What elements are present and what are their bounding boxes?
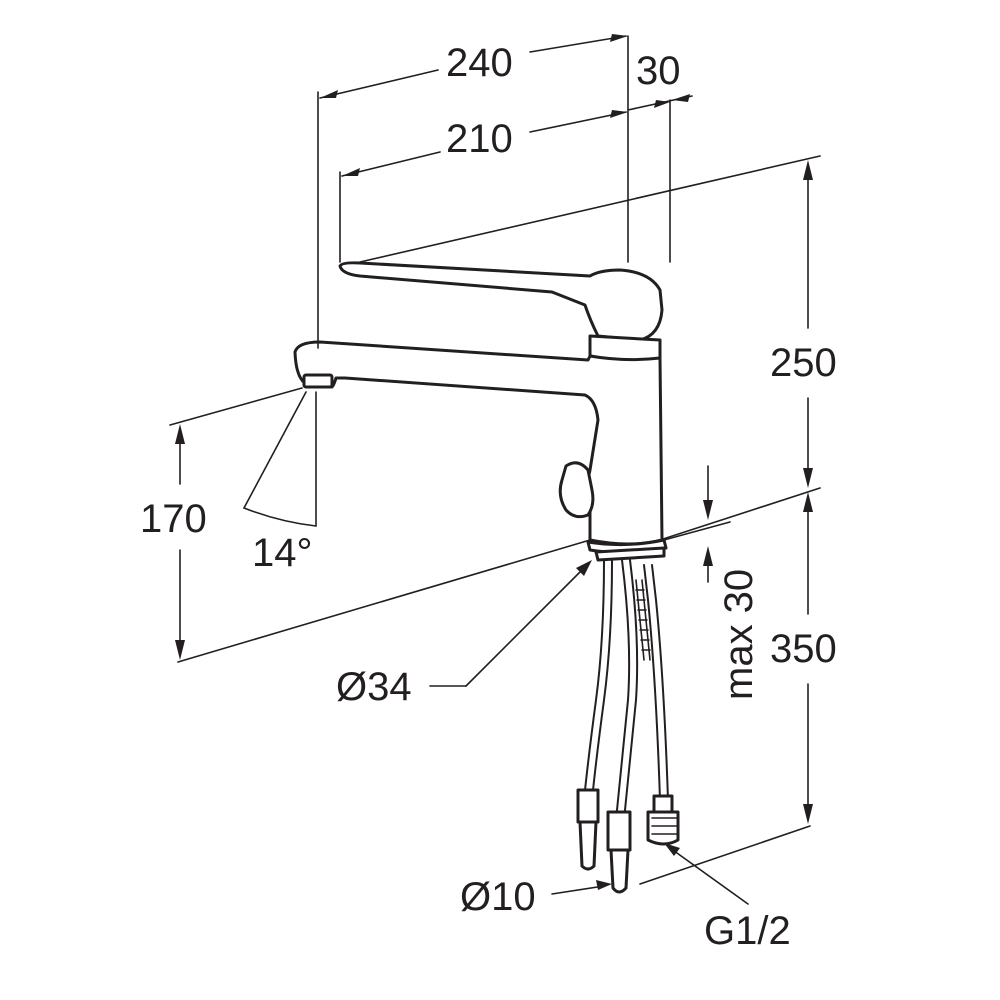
nut-ridges — [651, 817, 677, 835]
dim-170-label: 170 — [140, 497, 207, 541]
aerator — [302, 373, 334, 389]
side-valve-knob — [558, 461, 595, 519]
mounting-plate — [594, 546, 666, 562]
faucet-outline — [293, 261, 668, 562]
spout-body — [293, 340, 664, 546]
dim-250-label: 250 — [770, 341, 837, 385]
dimension-lines — [175, 34, 813, 905]
connector-right-nut — [646, 794, 680, 846]
connector-left — [576, 788, 600, 871]
dim-max30-label: max 30 — [717, 569, 761, 700]
hose-left — [583, 559, 613, 801]
threaded-rod — [635, 579, 651, 661]
hose-middle — [615, 559, 639, 821]
dim-350-label: 350 — [770, 627, 837, 671]
extension-lines — [169, 35, 821, 885]
angle-14-label: 14° — [252, 531, 313, 575]
connector-middle — [606, 810, 632, 894]
thread-g12-label: G1/2 — [704, 909, 791, 953]
diameter-34-label: Ø34 — [336, 665, 412, 709]
dimension-labels: 240 30 210 250 170 14° 350 max 30 Ø34 Ø1… — [140, 41, 837, 953]
lever-handle — [338, 261, 664, 342]
hose-right — [643, 564, 669, 801]
diameter-10-label: Ø10 — [460, 875, 536, 919]
dim-240-label: 240 — [446, 41, 513, 85]
dim-210-label: 210 — [446, 117, 513, 161]
dim-30-label: 30 — [636, 49, 681, 93]
hoses — [576, 559, 680, 894]
